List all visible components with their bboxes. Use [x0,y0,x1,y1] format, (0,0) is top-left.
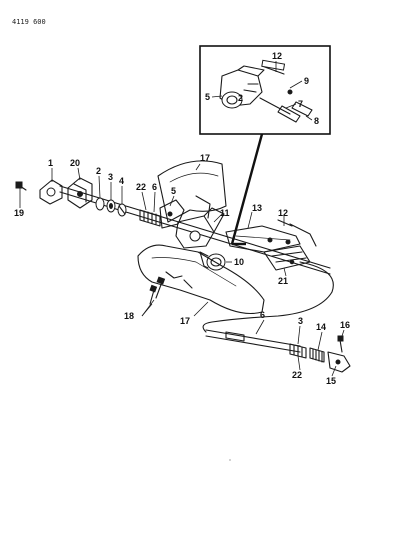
lower-shroud [137,244,265,315]
callout-19: 19 [14,208,24,218]
callout-inset-12: 12 [272,51,282,61]
callout-inset-2: 2 [238,93,243,103]
housing-21 [263,245,311,271]
callout-inset-8: 8 [314,116,319,126]
bearing-22-6 [139,209,161,227]
upper-shroud [157,160,227,223]
inset-frame [199,45,331,135]
lower-coupler [289,335,351,373]
shift-cable [202,261,334,333]
inset-rod [259,89,313,123]
callout-18: 18 [124,311,134,321]
callout-11: 11 [220,208,230,218]
callout-2: 2 [96,166,101,176]
callout-6: 6 [152,182,157,192]
print-speck [229,459,231,461]
inset-pin [261,59,286,75]
screws-18 [149,276,166,305]
callout-16: 16 [340,320,350,330]
callout-10: 10 [234,257,244,267]
callout-12: 12 [278,208,288,218]
bracket-13 [225,225,301,253]
lock-housing-11 [175,207,225,249]
callout-4: 4 [119,176,124,186]
callout-22-lower: 22 [292,370,302,380]
callout-15: 15 [326,376,336,386]
callout-21: 21 [278,276,288,286]
inset-lock-housing [219,65,265,109]
callout-inset-7: 7 [298,99,303,109]
callout-3-lower: 3 [298,316,303,326]
lock-plate-1 [39,179,63,205]
retainer-19 [15,181,27,191]
rod-12 [277,219,317,247]
callout-3: 3 [108,172,113,182]
callout-13: 13 [252,203,262,213]
detail-inset: 12 9 5 2 7 8 [199,45,331,135]
callout-14: 14 [316,322,326,332]
callout-inset-5: 5 [205,92,210,102]
switch-5 [159,199,185,229]
small-parts-2-3-4 [95,197,127,217]
callout-17: 17 [200,153,210,163]
callout-inset-9: 9 [304,76,309,86]
callout-20: 20 [70,158,80,168]
callout-1: 1 [48,158,53,168]
cancel-cam-20 [67,177,93,209]
callout-17-lower: 17 [180,316,190,326]
leader-lines [19,163,345,377]
inset-pointer-line [230,133,264,245]
callout-5: 5 [171,186,176,196]
callout-6-lower: 6 [260,310,265,320]
callout-22: 22 [136,182,146,192]
figure-code: 4119 600 [12,18,46,26]
intermediate-shaft-6 [205,329,301,353]
